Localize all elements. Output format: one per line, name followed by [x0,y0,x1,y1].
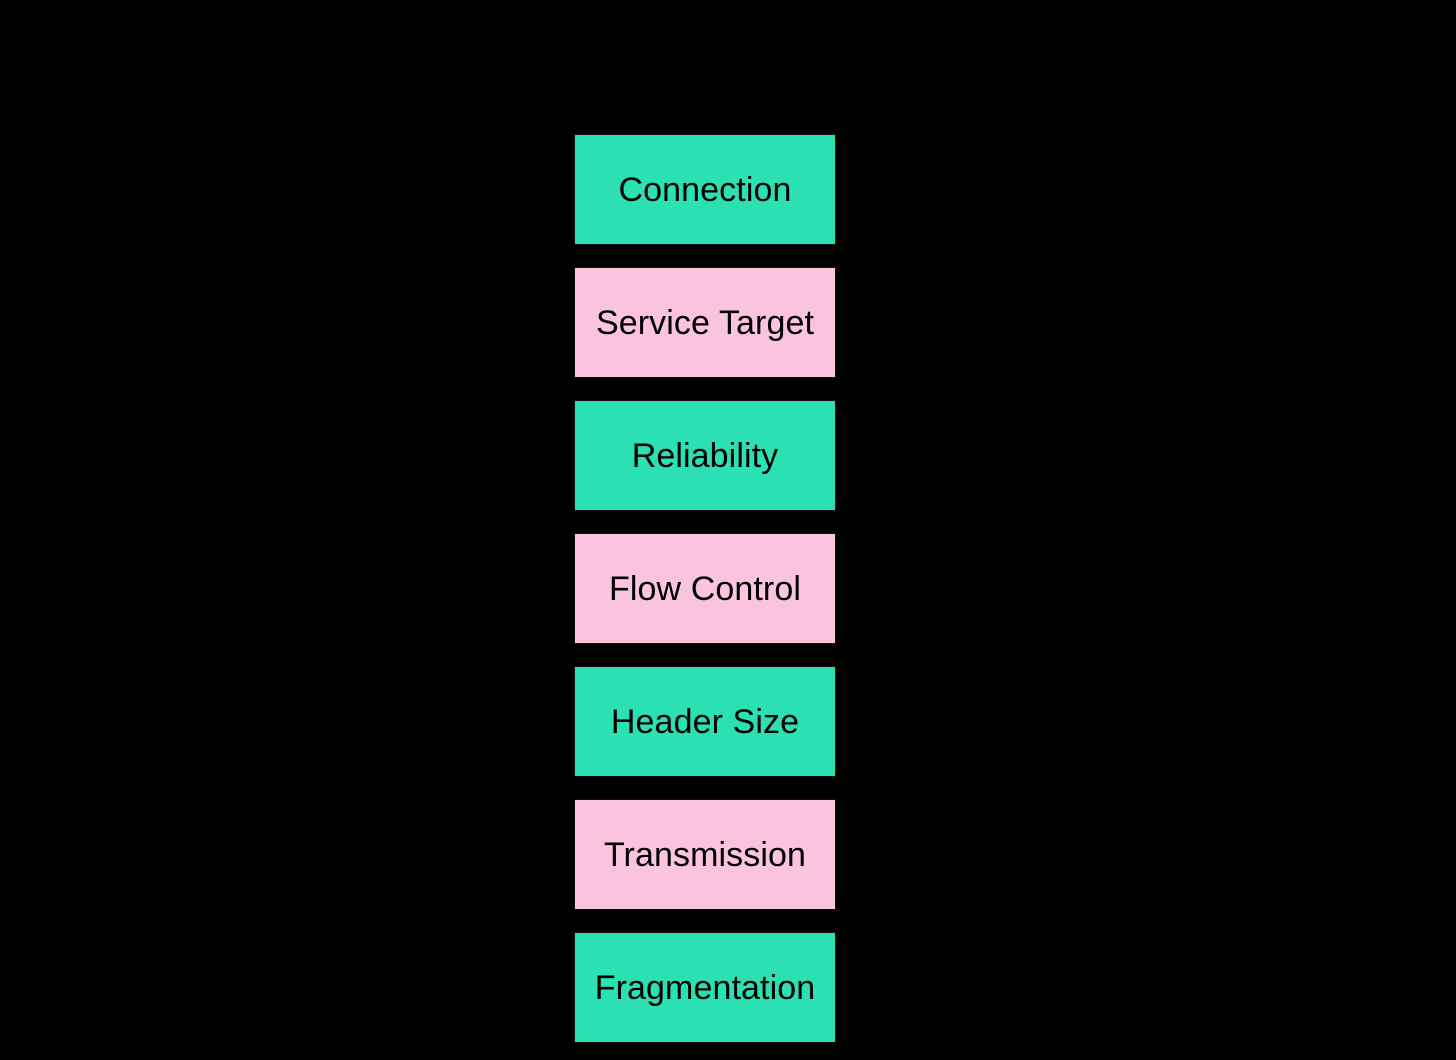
node-fragmentation[interactable]: Fragmentation [574,932,836,1043]
node-transmission[interactable]: Transmission [574,799,836,910]
node-service-target[interactable]: Service Target [574,267,836,378]
node-label: Fragmentation [594,968,816,1007]
node-label: Reliability [631,436,779,475]
node-label: Service Target [595,303,815,342]
node-label: Transmission [603,835,807,874]
node-connection[interactable]: Connection [574,134,836,245]
node-reliability[interactable]: Reliability [574,400,836,511]
node-label: Header Size [610,702,800,741]
node-flow-control[interactable]: Flow Control [574,533,836,644]
node-label: Connection [618,170,792,209]
node-stack: Connection Service Target Reliability Fl… [574,134,836,1043]
node-label: Flow Control [608,569,802,608]
node-header-size[interactable]: Header Size [574,666,836,777]
